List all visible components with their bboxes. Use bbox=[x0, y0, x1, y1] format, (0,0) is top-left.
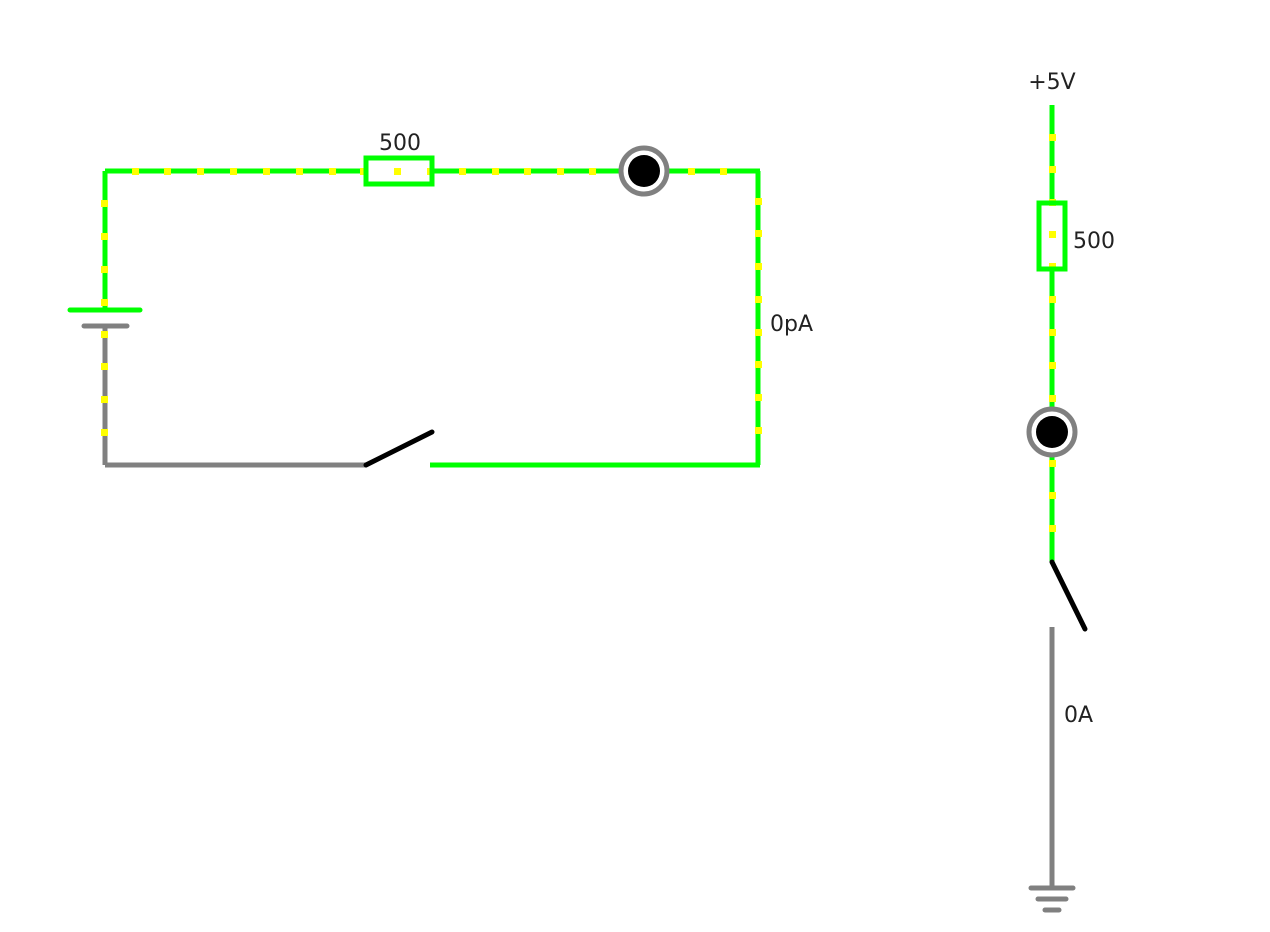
supply-label: +5V bbox=[1028, 70, 1075, 95]
probe-icon[interactable] bbox=[618, 145, 670, 197]
resistor-b-label: 500 bbox=[1073, 229, 1115, 254]
switch-icon[interactable] bbox=[363, 429, 435, 468]
resistor-a-label: 500 bbox=[379, 131, 421, 156]
circuit-b: +5V 500 bbox=[1026, 70, 1115, 913]
resistor-icon[interactable] bbox=[363, 155, 435, 187]
ground-icon[interactable] bbox=[1028, 885, 1076, 913]
probe-icon[interactable] bbox=[1026, 406, 1078, 458]
battery-icon[interactable] bbox=[67, 307, 143, 329]
current-reading-b: 0A bbox=[1064, 703, 1093, 728]
switch-icon[interactable] bbox=[1049, 559, 1088, 632]
circuit-a: 500 0pA bbox=[67, 131, 813, 468]
current-reading-a: 0pA bbox=[770, 312, 813, 337]
resistor-icon[interactable] bbox=[1036, 200, 1068, 272]
current-dots-a bbox=[101, 168, 762, 436]
